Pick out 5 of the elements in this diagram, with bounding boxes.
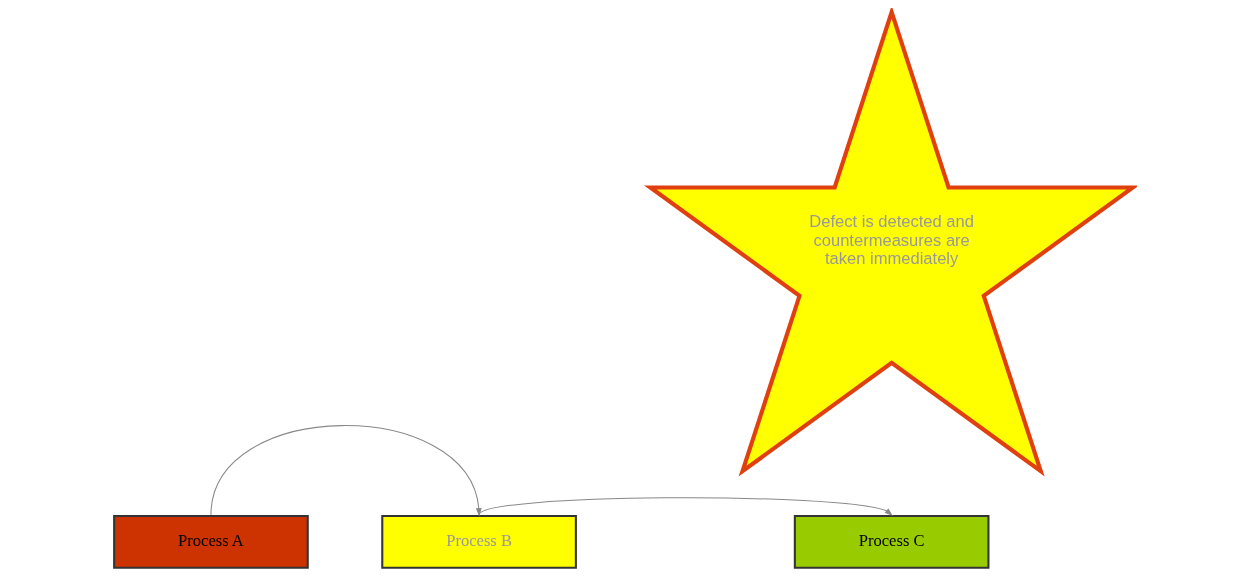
node-box: Process A [113, 514, 309, 569]
arrow [210, 425, 482, 517]
node-box: Process C [793, 514, 990, 569]
arrow [478, 497, 893, 516]
node-box: Process B [381, 514, 577, 569]
